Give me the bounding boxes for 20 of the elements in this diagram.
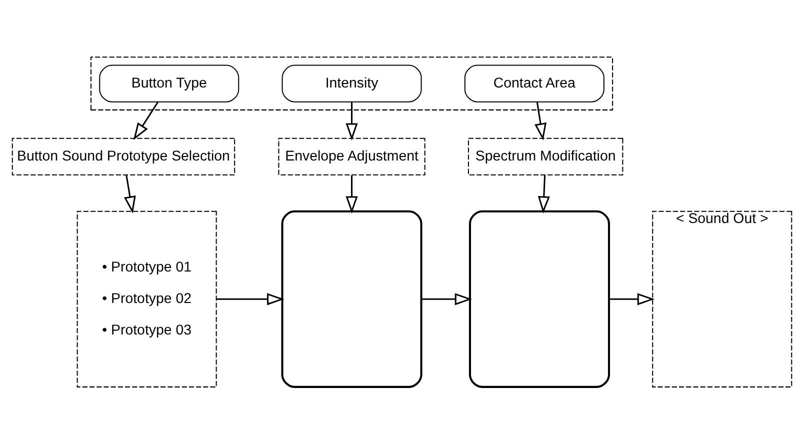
- node-box: Intensity: [282, 64, 422, 102]
- node-box: • Prototype 01 • Prototype 02 • Prototype 03: [76, 210, 217, 388]
- arrow: [538, 175, 550, 214]
- node-box: Envelope Adjustment: [278, 138, 426, 176]
- arrow: [534, 102, 546, 141]
- arrow: [421, 293, 472, 306]
- node-box: [281, 210, 422, 388]
- node-box: Button Sound Prototype Selection: [12, 138, 236, 176]
- arrow: [609, 293, 655, 306]
- node-box: Spectrum Modification: [468, 138, 624, 176]
- node-box: Button Type: [99, 64, 240, 102]
- node-box: [468, 210, 610, 388]
- arrow: [346, 102, 358, 141]
- arrow: [346, 175, 358, 214]
- node-box: < Sound Out >: [652, 210, 792, 388]
- arrow: [133, 102, 158, 140]
- arrow: [216, 293, 284, 306]
- node-box: Contact Area: [464, 64, 604, 102]
- arrow: [124, 175, 136, 214]
- cluster: [90, 56, 614, 110]
